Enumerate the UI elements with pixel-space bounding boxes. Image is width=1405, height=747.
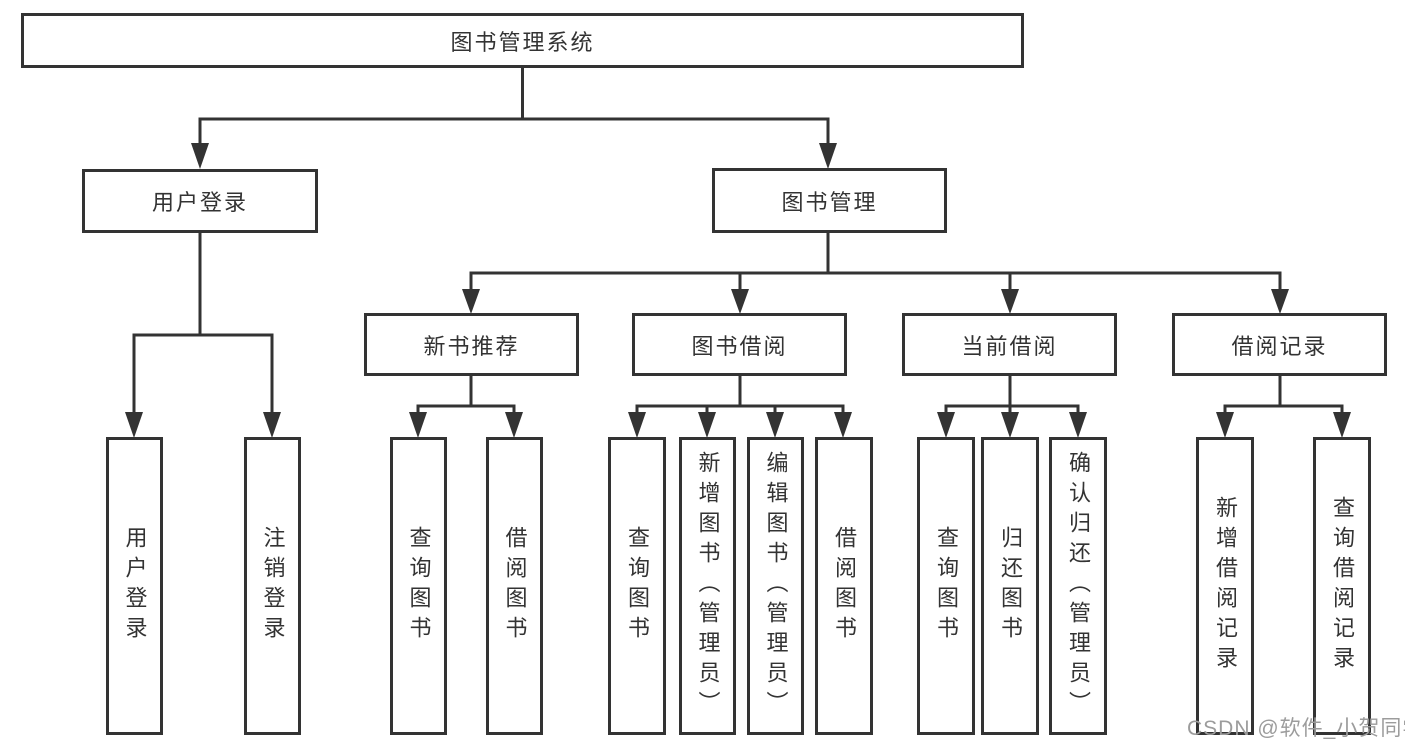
leaf-query-books-current-label: 查询图书 bbox=[934, 526, 959, 646]
leaf-borrow-books-borrow: 借阅图书 bbox=[815, 437, 873, 735]
leaf-edit-book-admin: 编辑图书（管理员） bbox=[747, 437, 804, 735]
node-user-login-label: 用户登录 bbox=[151, 190, 248, 215]
node-current-borrow-label: 当前借阅 bbox=[961, 333, 1058, 359]
node-borrow-records-label: 借阅记录 bbox=[1231, 333, 1328, 359]
node-new-book-recommend: 新书推荐 bbox=[364, 313, 579, 376]
leaf-return-book: 归还图书 bbox=[981, 437, 1039, 735]
leaf-user-login-label: 用户登录 bbox=[122, 526, 148, 646]
leaf-logout: 注销登录 bbox=[244, 437, 301, 735]
leaf-query-borrow-record-label: 查询借阅记录 bbox=[1330, 496, 1355, 676]
leaf-query-books-borrow-label: 查询图书 bbox=[625, 526, 650, 646]
leaf-add-borrow-record: 新增借阅记录 bbox=[1196, 437, 1254, 735]
leaf-return-book-label: 归还图书 bbox=[998, 526, 1023, 646]
node-root: 图书管理系统 bbox=[21, 13, 1024, 68]
node-book-borrow-label: 图书借阅 bbox=[691, 333, 788, 359]
leaf-user-login: 用户登录 bbox=[106, 437, 163, 735]
leaf-add-book-admin-label: 新增图书（管理员） bbox=[695, 451, 721, 721]
arrowheads bbox=[125, 143, 1351, 438]
node-user-login: 用户登录 bbox=[82, 169, 318, 233]
leaf-add-book-admin: 新增图书（管理员） bbox=[679, 437, 736, 735]
node-borrow-records: 借阅记录 bbox=[1172, 313, 1387, 376]
leaf-edit-book-admin-label: 编辑图书（管理员） bbox=[763, 451, 789, 721]
leaf-logout-label: 注销登录 bbox=[260, 526, 286, 646]
node-book-borrow: 图书借阅 bbox=[632, 313, 847, 376]
node-root-label: 图书管理系统 bbox=[450, 29, 595, 55]
node-current-borrow: 当前借阅 bbox=[902, 313, 1117, 376]
node-book-mgmt: 图书管理 bbox=[712, 168, 947, 233]
leaf-borrow-books-recommend: 借阅图书 bbox=[486, 437, 543, 735]
leaf-query-books-recommend: 查询图书 bbox=[390, 437, 447, 735]
watermark: CSDN @软件_小贺同学 bbox=[1187, 717, 1405, 740]
leaf-query-books-recommend-label: 查询图书 bbox=[406, 526, 432, 646]
node-book-mgmt-label: 图书管理 bbox=[781, 189, 878, 215]
leaf-borrow-books-recommend-label: 借阅图书 bbox=[502, 526, 528, 646]
leaf-confirm-return-admin-label: 确认归还（管理员） bbox=[1066, 451, 1091, 721]
node-new-book-recommend-label: 新书推荐 bbox=[423, 333, 520, 359]
leaf-query-books-borrow: 查询图书 bbox=[608, 437, 666, 735]
leaf-borrow-books-borrow-label: 借阅图书 bbox=[832, 526, 857, 646]
leaf-confirm-return-admin: 确认归还（管理员） bbox=[1049, 437, 1107, 735]
leaf-query-borrow-record: 查询借阅记录 bbox=[1313, 437, 1371, 735]
leaf-add-borrow-record-label: 新增借阅记录 bbox=[1213, 496, 1238, 676]
leaf-query-books-current: 查询图书 bbox=[917, 437, 975, 735]
